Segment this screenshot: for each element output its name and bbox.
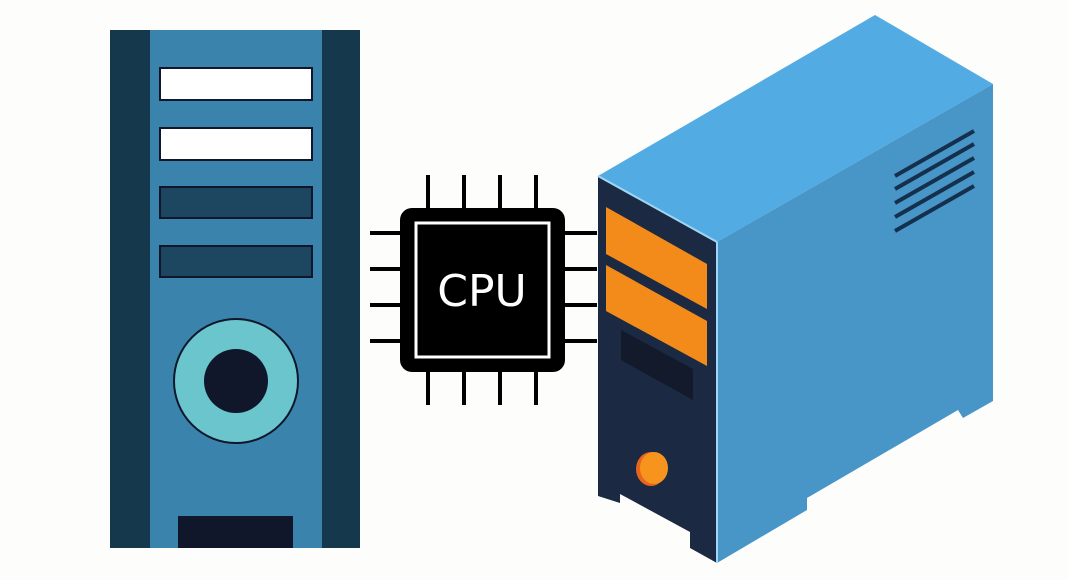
cpu-pins-left — [370, 231, 400, 343]
cpu-label: CPU — [437, 266, 526, 317]
cpu-body — [400, 208, 565, 372]
drive-bay-2 — [159, 127, 313, 161]
left-tower-front-panel — [150, 30, 322, 548]
cpu-inner-border — [414, 221, 551, 359]
left-tower — [110, 30, 360, 548]
drive-bay-1 — [159, 67, 313, 101]
right-tower — [597, 15, 993, 563]
drive-slot — [621, 330, 693, 400]
speaker-center-icon — [204, 349, 268, 413]
left-tower-base — [178, 516, 293, 548]
right-tower-top — [598, 15, 993, 242]
cpu-chip-icon: CPU — [370, 175, 597, 405]
optical-drive-2 — [606, 265, 707, 366]
cpu-pins-right — [565, 231, 597, 343]
right-tower-side — [717, 84, 993, 563]
drive-bay-4 — [159, 245, 313, 278]
optical-drive-1 — [606, 207, 707, 309]
drive-bay-3 — [159, 186, 313, 219]
vent-grille-icon — [894, 129, 975, 233]
power-button-icon — [640, 452, 668, 484]
cpu-pins-bottom — [426, 372, 538, 405]
cpu-pins-top — [426, 175, 538, 208]
